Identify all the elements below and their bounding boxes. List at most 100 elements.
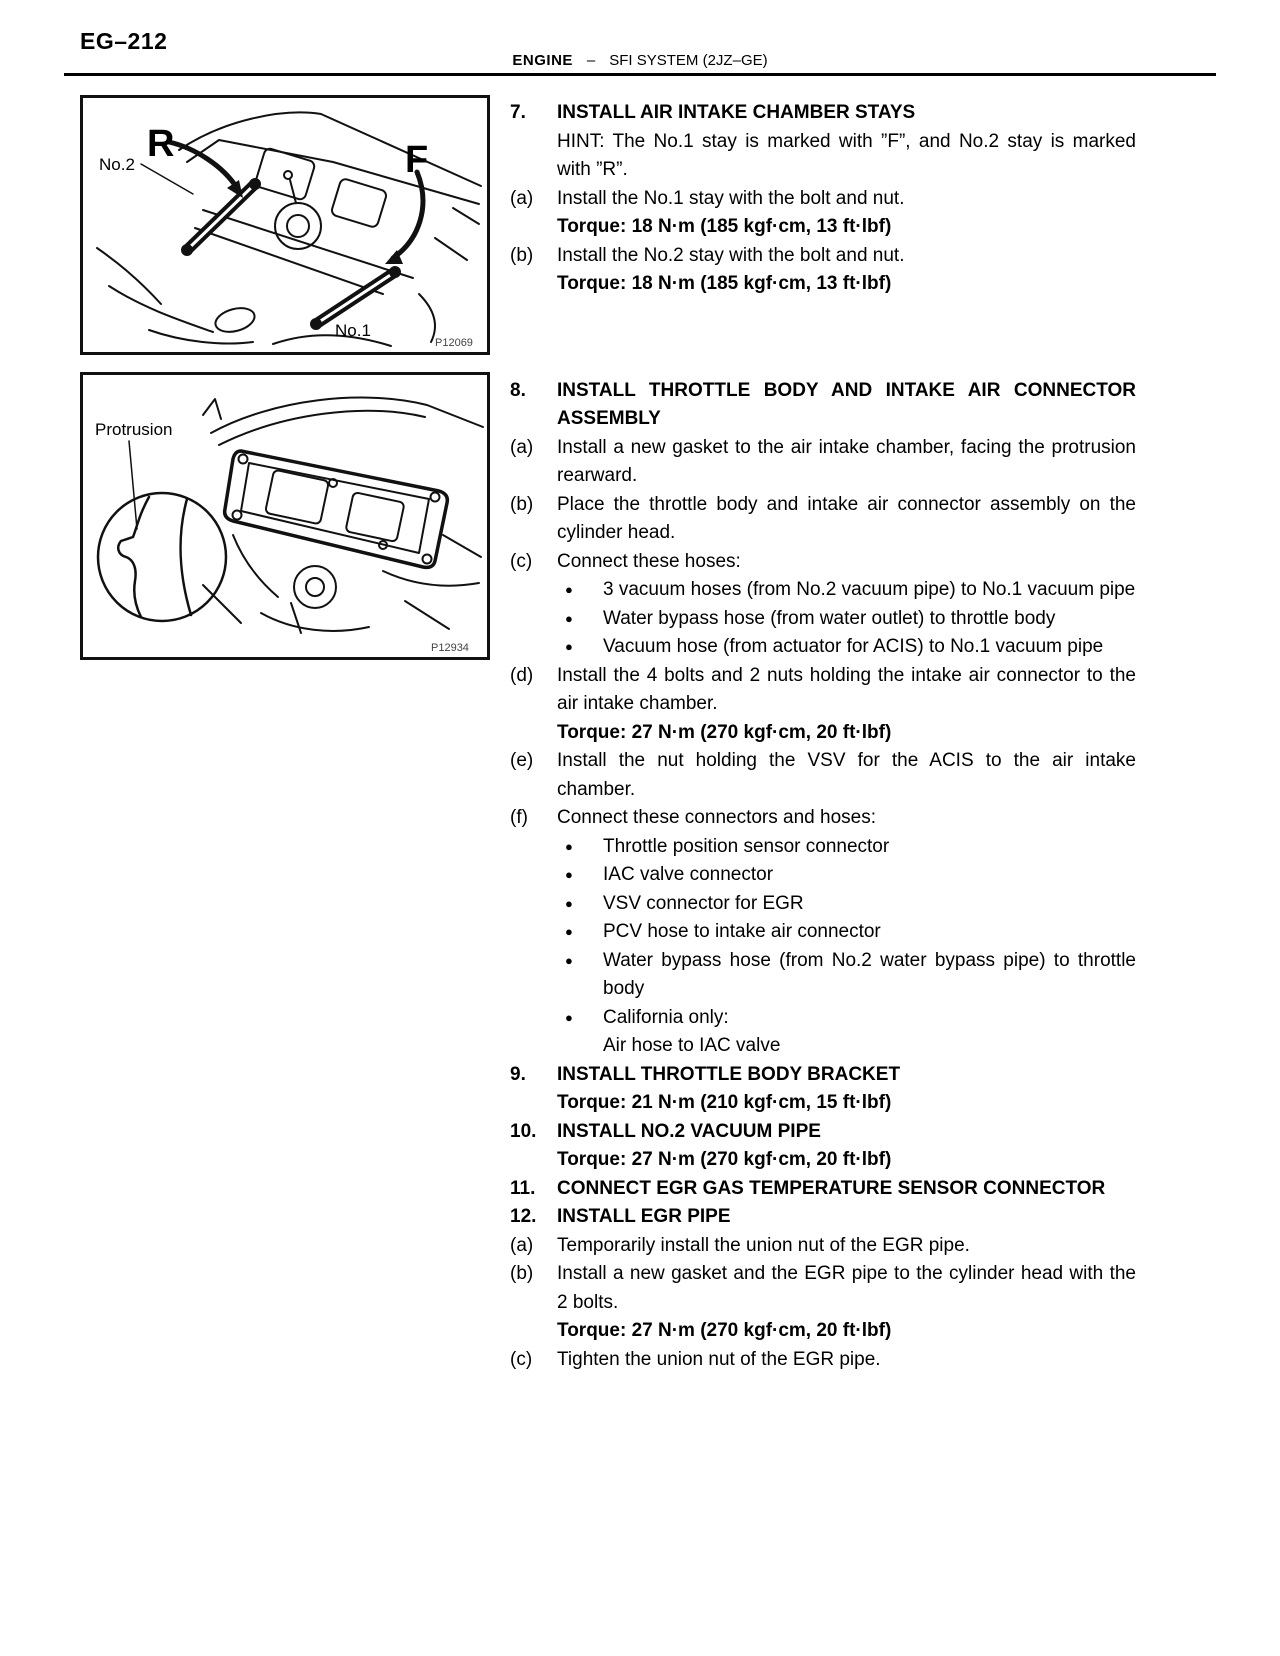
bullet-icon: ● — [565, 952, 573, 968]
instruction-text: Temporarily install the union nut of the… — [557, 1234, 970, 1256]
figure-code: P12934 — [431, 642, 469, 654]
instruction-column: 7. INSTALL AIR INTAKE CHAMBER STAYS HINT: … — [510, 99, 1136, 1374]
bullet-icon: ● — [565, 1009, 573, 1025]
instruction-bullet-item: ●3 vacuum hoses (from No.2 vacuum pipe) … — [510, 576, 1136, 605]
figure-air-intake-chamber-stays: R No.2 F No.1 P12069 — [80, 95, 490, 355]
header-separator: – — [586, 52, 596, 69]
figure-label-no2: No.2 — [99, 155, 135, 174]
instruction-text: Install the No.1 stay with the bolt and … — [557, 187, 905, 209]
instruction-text: Connect these connectors and hoses: — [557, 807, 876, 828]
instruction-substep: (a) Install the No.1 stay with the bolt a… — [510, 185, 1136, 214]
instruction-substep: (b) Install a new gasket and the EGR pipe… — [510, 1260, 1136, 1317]
engine-stays-line-art: R No.2 F No.1 P12069 — [96, 111, 482, 349]
step-marker: 11. — [510, 1177, 536, 1199]
torque-spec: Torque: 27 N·m (270 kgf·cm, 20 ft·lbf) — [510, 1146, 1136, 1175]
instruction-text: 3 vacuum hoses (from No.2 vacuum pipe) t… — [603, 579, 1136, 600]
figure-label-no1: No.1 — [335, 321, 371, 340]
header-section: ENGINE — [512, 52, 573, 69]
instruction-substep: (a) Temporarily install the union nut of … — [510, 1232, 1136, 1261]
step-marker: (e) — [510, 750, 534, 771]
instruction-substep: (c) Connect these hoses: — [510, 548, 1136, 577]
bullet-icon: ● — [565, 610, 573, 626]
instruction-substep: (d) Install the 4 bolts and 2 nuts holdin… — [510, 662, 1136, 719]
torque-spec: Torque: 18 N·m (185 kgf·cm, 13 ft·lbf) — [510, 270, 1136, 299]
instruction-text: Install a new gasket to the air intake c… — [557, 436, 1136, 487]
step-marker: (b) — [510, 244, 534, 266]
instruction-text: INSTALL THROTTLE BODY AND INTAKE AIR CON… — [557, 379, 1136, 430]
instruction-substep: (e) Install the nut holding the VSV for t… — [510, 747, 1136, 804]
step-marker: (a) — [510, 436, 534, 458]
instruction-bullet-item: ● IAC valve connector — [510, 861, 1136, 890]
instruction-text: INSTALL THROTTLE BODY BRACKET — [557, 1063, 901, 1085]
step-marker: 10. — [510, 1120, 537, 1142]
instruction-text: Place the throttle body and intake air c… — [557, 493, 1136, 544]
instruction-text: Torque: 27 N·m (270 kgf·cm, 20 ft·lbf) — [557, 721, 892, 743]
step-marker: 8. — [510, 379, 526, 401]
figure-gasket-protrusion: Protrusion P12934 — [80, 372, 490, 660]
instruction-substep: (b)Install the No.2 stay with the bolt a… — [510, 242, 1136, 271]
torque-spec: Torque: 27 N·m (270 kgf·cm, 20 ft·lbf) — [510, 719, 1136, 748]
bullet-icon: ● — [565, 639, 573, 654]
instruction-bullet-item: ● VSV connector for EGR — [510, 890, 1136, 919]
instruction-text: Torque: 18 N·m (185 kgf·cm, 13 ft·lbf) — [557, 273, 892, 294]
instruction-text: Torque: 27 N·m (270 kgf·cm, 20 ft·lbf) — [557, 1149, 892, 1170]
header-rule — [64, 73, 1216, 76]
instruction-step: 9. INSTALL THROTTLE BODY BRACKET — [510, 1061, 1136, 1090]
instruction-text: Throttle position sensor connector — [603, 835, 890, 857]
instruction-text: HINT: The No.1 stay is marked with ”F”, … — [557, 130, 1136, 181]
instruction-bullet-item: ●PCV hose to intake air connector — [510, 918, 1136, 947]
bullet-icon: ● — [565, 838, 573, 854]
bullet-icon: ● — [565, 895, 573, 911]
step-marker: (d) — [510, 664, 534, 686]
running-header: ENGINE–SFI SYSTEM (2JZ–GE) — [0, 52, 1280, 69]
section-gap — [510, 299, 1136, 377]
step-marker: (c) — [510, 1348, 533, 1370]
page-number: EG–212 — [80, 28, 168, 54]
instruction-bullet-item: ●California only: Air hose to IAC valve — [510, 1004, 1136, 1061]
step-marker: (b) — [510, 1263, 534, 1284]
instruction-substep: (f) Connect these connectors and hoses: — [510, 804, 1136, 833]
bullet-icon: ● — [565, 924, 573, 939]
instruction-text: Vacuum hose (from actuator for ACIS) to … — [603, 636, 1104, 657]
figure-code: P12069 — [435, 337, 473, 349]
instruction-text: Torque: 27 N·m (270 kgf·cm, 20 ft·lbf) — [557, 1320, 892, 1341]
instruction-text: Water bypass hose (from water outlet) to… — [603, 607, 1056, 629]
instruction-substep: (a) Install a new gasket to the air intak… — [510, 434, 1136, 491]
instruction-text: Connect these hoses: — [557, 550, 741, 572]
step-marker: 12. — [510, 1206, 537, 1227]
instruction-bullet-item: ● Water bypass hose (from No.2 water bypa… — [510, 947, 1136, 1004]
instruction-substep: (b) Place the throttle body and intake ai… — [510, 491, 1136, 548]
instruction-step: 8. INSTALL THROTTLE BODY AND INTAKE AIR C… — [510, 377, 1136, 434]
instruction-text: INSTALL NO.2 VACUUM PIPE — [557, 1120, 821, 1142]
header-subsection: SFI SYSTEM (2JZ–GE) — [609, 52, 768, 69]
instruction-step: 7. INSTALL AIR INTAKE CHAMBER STAYS — [510, 99, 1136, 128]
instruction-text: Torque: 18 N·m (185 kgf·cm, 13 ft·lbf) — [557, 216, 892, 237]
step-marker: (c) — [510, 550, 533, 572]
torque-spec: Torque: 18 N·m (185 kgf·cm, 13 ft·lbf) — [510, 213, 1136, 242]
instruction-bullet-item: ● Throttle position sensor connector — [510, 833, 1136, 862]
step-marker: 7. — [510, 102, 526, 123]
step-marker: 9. — [510, 1063, 526, 1085]
figure-label-protrusion: Protrusion — [95, 420, 172, 439]
instruction-text: Install the 4 bolts and 2 nuts holding t… — [557, 664, 1136, 715]
step-marker: (a) — [510, 1234, 534, 1256]
bullet-icon: ● — [565, 867, 573, 882]
instruction-text: Water bypass hose (from No.2 water bypas… — [603, 949, 1136, 1000]
step-marker: (f) — [510, 807, 528, 828]
instruction-bullet-item: ● Vacuum hose (from actuator for ACIS) to… — [510, 633, 1136, 662]
instruction-text: VSV connector for EGR — [603, 892, 804, 914]
torque-spec: Torque: 27 N·m (270 kgf·cm, 20 ft·lbf) — [510, 1317, 1136, 1346]
instruction-text: CONNECT EGR GAS TEMPERATURE SENSOR CONNE… — [557, 1177, 1106, 1199]
instruction-text: IAC valve connector — [603, 864, 774, 885]
step-marker: (b) — [510, 493, 534, 515]
instruction-text: Install the nut holding the VSV for the … — [557, 750, 1136, 800]
instruction-text: Torque: 21 N·m (210 kgf·cm, 15 ft·lbf) — [557, 1092, 892, 1113]
instruction-bullet-item: ● Water bypass hose (from water outlet) t… — [510, 605, 1136, 634]
step-marker: (a) — [510, 187, 534, 209]
figure-label-r: R — [147, 123, 174, 165]
instruction-text: Install a new gasket and the EGR pipe to… — [557, 1263, 1136, 1313]
instruction-step: 10. INSTALL NO.2 VACUUM PIPE — [510, 1118, 1136, 1147]
gasket-line-art: Protrusion P12934 — [95, 396, 484, 654]
instruction-text: Tighten the union nut of the EGR pipe. — [557, 1348, 881, 1370]
instruction-text: INSTALL AIR INTAKE CHAMBER STAYS — [557, 102, 916, 123]
